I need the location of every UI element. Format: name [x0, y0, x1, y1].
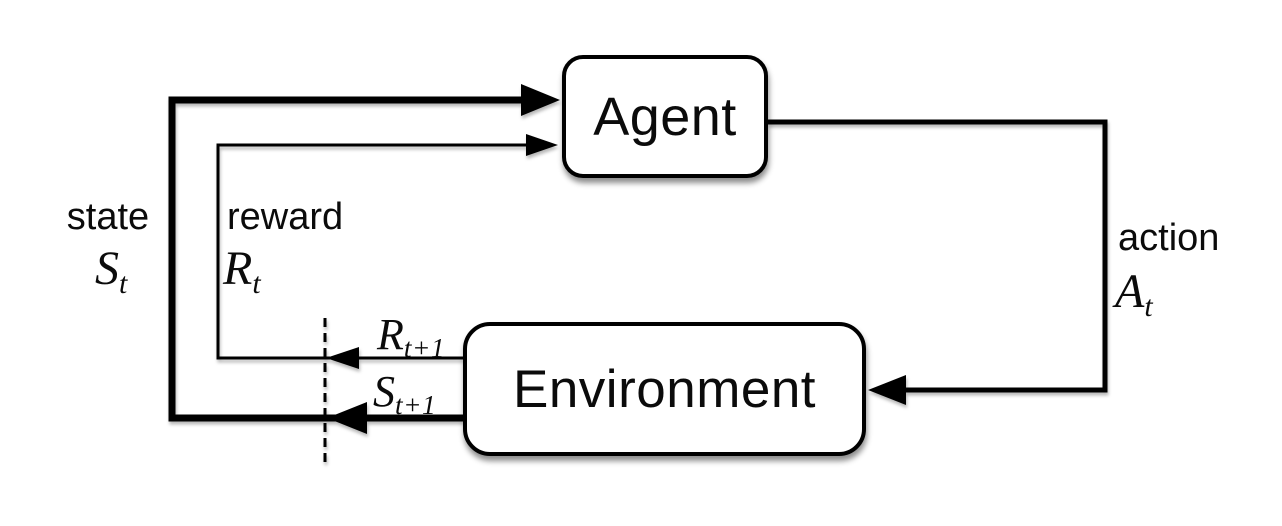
- state-into-agent-arrowhead: [521, 84, 560, 116]
- state-symbol: St: [95, 245, 128, 299]
- next-state-arrowhead: [327, 402, 367, 434]
- next-state-symbol-subscript: t+1: [395, 390, 437, 421]
- agent-node: Agent: [562, 55, 768, 178]
- next-reward-symbol-base: R: [377, 310, 404, 359]
- next-state-symbol: St+1: [373, 370, 436, 419]
- environment-node: Environment: [463, 322, 866, 456]
- next-state-symbol-base: S: [373, 367, 395, 416]
- reward-symbol-subscript: t: [252, 266, 262, 300]
- action-word-label: action: [1118, 217, 1220, 259]
- reward-symbol-base: R: [223, 242, 253, 295]
- reward-loop-line: [216, 143, 530, 360]
- action-line: [768, 119, 1108, 393]
- next-reward-symbol-subscript: t+1: [403, 333, 445, 364]
- action-into-environment-arrowhead: [868, 375, 906, 405]
- environment-node-label: Environment: [512, 359, 817, 419]
- action-symbol: At: [1115, 268, 1153, 322]
- reward-word-label: reward: [227, 196, 344, 238]
- state-symbol-subscript: t: [119, 266, 128, 300]
- action-symbol-base: A: [1115, 265, 1145, 318]
- state-word-label: state: [66, 196, 150, 238]
- next-reward-arrowhead: [326, 347, 359, 369]
- state-loop-line: [168, 96, 522, 422]
- action-symbol-subscript: t: [1144, 289, 1154, 323]
- next-reward-symbol: Rt+1: [377, 313, 445, 362]
- reward-symbol: Rt: [223, 245, 261, 299]
- agent-node-label: Agent: [593, 86, 737, 147]
- state-symbol-base: S: [95, 242, 119, 295]
- reward-into-agent-arrowhead: [526, 134, 558, 156]
